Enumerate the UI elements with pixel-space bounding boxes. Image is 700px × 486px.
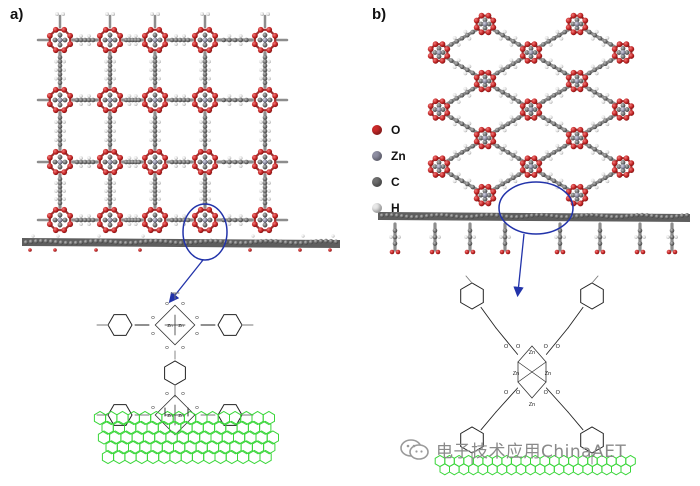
svg-text:O: O — [165, 345, 169, 350]
svg-text:Zn: Zn — [513, 371, 519, 377]
svg-text:Zn: Zn — [178, 413, 184, 418]
svg-text:O: O — [151, 331, 155, 336]
legend-label: C — [391, 175, 400, 189]
svg-text:O: O — [544, 344, 549, 350]
svg-text:Zn: Zn — [178, 323, 184, 328]
svg-text:O: O — [181, 391, 185, 396]
svg-text:O: O — [195, 331, 199, 336]
svg-text:O: O — [151, 315, 155, 320]
hydrogen-atom-icon — [372, 203, 382, 213]
svg-text:O: O — [556, 344, 561, 350]
svg-text:Zn: Zn — [167, 413, 173, 418]
svg-text:O: O — [504, 344, 509, 350]
svg-text:O: O — [151, 405, 155, 410]
atom-legend: O Zn C H — [372, 117, 442, 221]
panel-b-mof-lattice — [427, 12, 635, 207]
watermark-text: 电子技术应用ChinaAET — [436, 442, 627, 462]
svg-text:O: O — [504, 390, 509, 396]
svg-text:Zn: Zn — [545, 371, 551, 377]
legend-label: O — [391, 123, 401, 137]
legend-label: Zn — [391, 149, 406, 163]
wechat-icon — [400, 438, 429, 460]
svg-text:Zn: Zn — [167, 323, 173, 328]
svg-text:Zn: Zn — [529, 350, 535, 356]
panel-a-zoom-arrow — [168, 259, 204, 304]
panel-a-highlight-ellipse — [182, 203, 228, 261]
svg-text:O: O — [544, 390, 549, 396]
panel-a-label: a) — [10, 6, 24, 23]
panel-b-label: b) — [372, 6, 387, 23]
legend-item-oxygen: O — [372, 117, 442, 143]
svg-text:O: O — [165, 391, 169, 396]
legend-label: H — [391, 201, 400, 215]
panel-a-mof-lattice — [36, 12, 289, 234]
legend-item-carbon: C — [372, 169, 442, 195]
oxygen-atom-icon — [372, 125, 382, 135]
carbon-atom-icon — [372, 177, 382, 187]
watermark: 电子技术应用ChinaAET — [400, 437, 626, 462]
panel-a-graphene-sheet — [22, 234, 340, 252]
legend-item-zinc: Zn — [372, 143, 442, 169]
svg-text:O: O — [181, 301, 185, 306]
svg-text:Zn: Zn — [529, 402, 535, 408]
panel-b-graphene-sheet — [378, 212, 690, 255]
panel-a-graphene-lattice-schematic — [93, 407, 279, 465]
svg-text:O: O — [516, 344, 521, 350]
svg-text:O: O — [181, 345, 185, 350]
panel-b-zoom-arrow — [513, 233, 525, 298]
svg-text:O: O — [556, 390, 561, 396]
svg-text:O: O — [195, 315, 199, 320]
panel-b-highlight-ellipse — [498, 181, 574, 235]
zinc-atom-icon — [372, 151, 382, 161]
legend-item-hydrogen: H — [372, 195, 442, 221]
panel-b-graphene-lattice-schematic — [434, 454, 636, 476]
svg-text:O: O — [516, 390, 521, 396]
svg-text:O: O — [165, 301, 169, 306]
svg-text:O: O — [195, 405, 199, 410]
